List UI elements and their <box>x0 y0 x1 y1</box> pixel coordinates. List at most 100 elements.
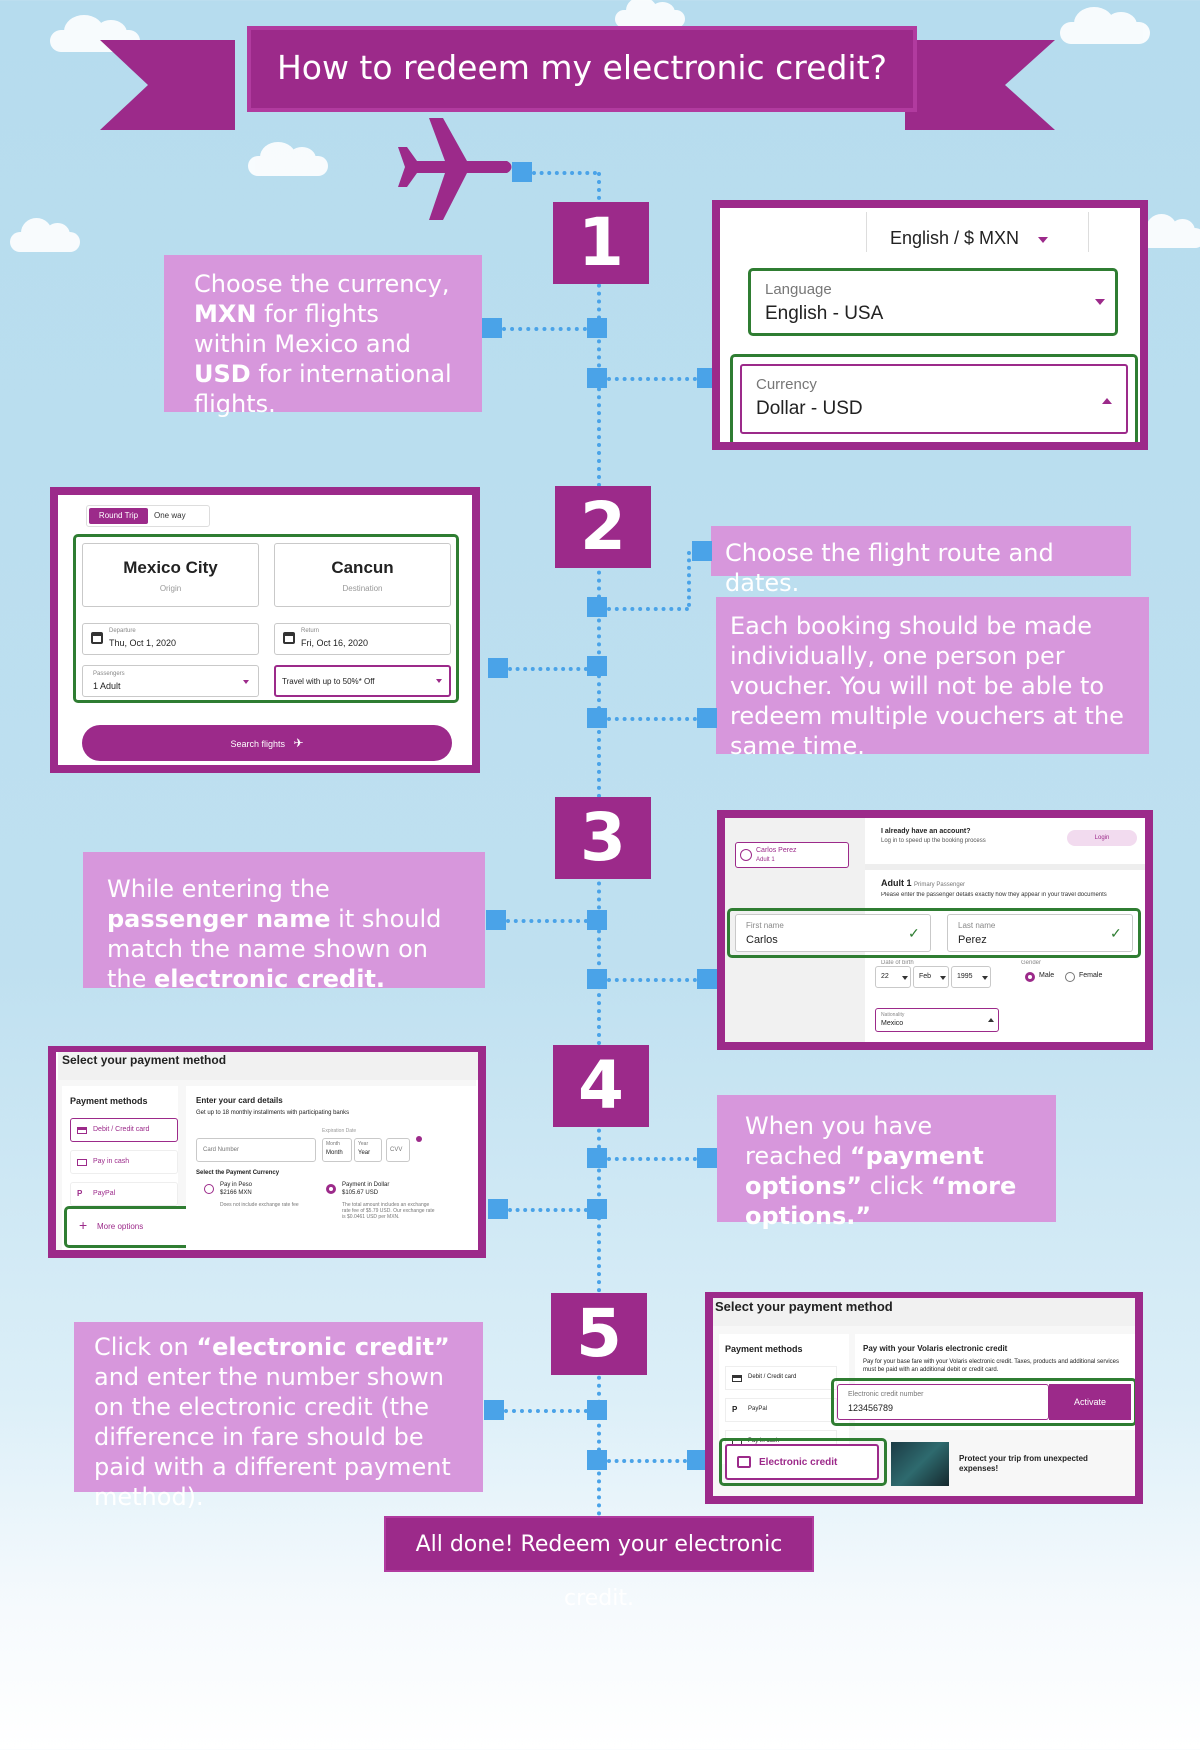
dob-month-value: Feb <box>919 973 932 980</box>
login-button[interactable]: Login <box>1067 830 1137 846</box>
dob-year-select[interactable]: 1995 <box>951 966 991 988</box>
language-value: English - USA <box>765 303 884 324</box>
connector-dot <box>512 162 532 182</box>
ribbon-right <box>905 40 1055 130</box>
dollar-radio[interactable] <box>326 1184 336 1194</box>
currency-value: Dollar - USD <box>756 398 863 419</box>
promo-field[interactable]: Travel with up to 50%* Off <box>274 665 451 697</box>
passenger-chip[interactable]: Carlos Perez Adult 1 <box>735 842 849 868</box>
note-text: Choose the currency, <box>194 270 450 298</box>
female-radio[interactable] <box>1065 972 1075 982</box>
trip-type-tabs <box>86 505 210 527</box>
step2-note-booking: Each booking should be made individually… <box>716 597 1149 760</box>
paypal-icon: P <box>77 1189 83 1198</box>
cvv-input[interactable]: CVV <box>386 1138 410 1162</box>
month-label: Month <box>326 1141 340 1147</box>
month-select[interactable]: Month Month <box>322 1138 352 1162</box>
adult-subtitle: Primary Passenger <box>914 882 966 888</box>
adult-title: Adult 1 Primary Passenger <box>881 878 965 888</box>
language-currency-selector[interactable]: English / $ MXN <box>890 228 1019 249</box>
cloud <box>10 218 80 252</box>
connector-dot <box>587 656 607 676</box>
card-title: Enter your card details <box>196 1096 283 1105</box>
calendar-icon <box>91 632 103 644</box>
connector-dot <box>687 1450 707 1470</box>
connector-line <box>607 717 697 721</box>
note-text: While entering the <box>107 875 330 903</box>
method-card-button[interactable]: Debit / Credit card <box>725 1366 837 1390</box>
connector-line <box>508 1208 588 1212</box>
cvv-placeholder: CVV <box>390 1147 403 1153</box>
year-select[interactable]: Year Year <box>354 1138 382 1162</box>
cloud <box>615 0 685 28</box>
method-paypal-button[interactable]: P PayPal <box>725 1398 837 1422</box>
passengers-field[interactable]: Passengers 1 Adult <box>82 665 259 697</box>
last-name-value: Perez <box>958 934 987 946</box>
ribbon-left <box>100 40 235 130</box>
currency-highlight <box>730 354 1138 442</box>
passenger-chip-sub: Adult 1 <box>756 857 775 863</box>
method-card-button[interactable]: Debit / Credit card <box>70 1118 178 1142</box>
tab-one-way[interactable]: One way <box>154 511 186 520</box>
passenger-chip-name: Carlos Perez <box>756 847 797 854</box>
connector-line <box>508 667 588 671</box>
expiration-label: Expiration Date <box>322 1128 357 1134</box>
dob-month-select[interactable]: Feb <box>913 966 949 988</box>
first-name-field[interactable]: First name Carlos ✓ <box>735 914 931 952</box>
currency-select-title: Select the Payment Currency <box>196 1170 280 1176</box>
note-bold: MXN <box>194 300 257 328</box>
year-value: Year <box>358 1150 371 1156</box>
female-label: Female <box>1079 972 1103 979</box>
male-label: Male <box>1039 972 1055 979</box>
departure-label: Departure <box>109 628 136 634</box>
destination-field[interactable]: Cancun Destination <box>274 543 451 607</box>
chevron-down-icon <box>1038 237 1048 243</box>
connector-dot <box>486 910 506 930</box>
page-title: How to redeem my electronic credit? <box>247 26 917 112</box>
search-flights-button[interactable]: Search flights ✈ <box>82 725 452 761</box>
step-number: 4 <box>553 1045 649 1127</box>
nationality-select[interactable]: Nationality Mexico <box>875 1008 999 1032</box>
male-radio[interactable] <box>1025 972 1035 982</box>
step3-note: While entering the passenger name it sho… <box>83 852 485 993</box>
method-cash-label: Pay in cash <box>748 1438 780 1444</box>
ecredit-highlight <box>719 1438 887 1486</box>
language-field[interactable]: Language English - USA <box>748 268 1118 336</box>
method-paypal-button[interactable]: P PayPal <box>70 1182 178 1206</box>
gift-icon <box>737 1456 751 1468</box>
departure-field[interactable]: Departure Thu, Oct 1, 2020 <box>82 623 259 655</box>
nationality-label: Nationality <box>881 1012 905 1018</box>
note-bold: “electronic credit” <box>196 1333 450 1361</box>
activate-button[interactable]: Activate <box>1049 1384 1131 1420</box>
divider <box>866 212 867 252</box>
card-subtitle: Get up to 18 monthly installments with p… <box>196 1110 350 1116</box>
return-label: Return <box>301 628 320 634</box>
card-number-input[interactable]: Card Number <box>196 1138 316 1162</box>
step-number: 3 <box>555 797 651 879</box>
connector-dot <box>587 1199 607 1219</box>
cloud <box>50 14 140 52</box>
connector-dot <box>587 1450 607 1470</box>
connector-dot <box>587 1148 607 1168</box>
dob-day-select[interactable]: 22 <box>875 966 911 988</box>
connector-line <box>607 1157 697 1161</box>
card-details-panel: Enter your card details Get up to 18 mon… <box>186 1086 476 1250</box>
method-card-label: Debit / Credit card <box>93 1126 150 1133</box>
peso-radio[interactable] <box>204 1184 214 1194</box>
payment-title: Select your payment method <box>713 1298 1135 1326</box>
method-cash-button[interactable]: Pay in cash <box>70 1150 178 1174</box>
ecredit-number-input[interactable]: Electronic credit number 123456789 <box>837 1384 1049 1420</box>
promo-value: Travel with up to 50%* Off <box>282 677 375 686</box>
currency-field[interactable]: Currency Dollar - USD <box>740 364 1128 434</box>
step5-note: Click on “electronic credit” and enter t… <box>74 1322 483 1511</box>
return-field[interactable]: Return Fri, Oct 16, 2020 <box>274 623 451 655</box>
origin-field[interactable]: Mexico City Origin <box>82 543 259 607</box>
last-name-field[interactable]: Last name Perez ✓ <box>947 914 1133 952</box>
method-paypal-label: PayPal <box>93 1190 116 1197</box>
electronic-credit-button[interactable]: Electronic credit <box>725 1444 879 1480</box>
check-icon: ✓ <box>908 925 920 941</box>
peso-amount: $2166 MXN <box>220 1190 252 1196</box>
chevron-up-icon <box>1102 398 1112 404</box>
tab-round-trip[interactable]: Round Trip <box>89 508 148 524</box>
payment-title: Select your payment method <box>58 1052 478 1080</box>
